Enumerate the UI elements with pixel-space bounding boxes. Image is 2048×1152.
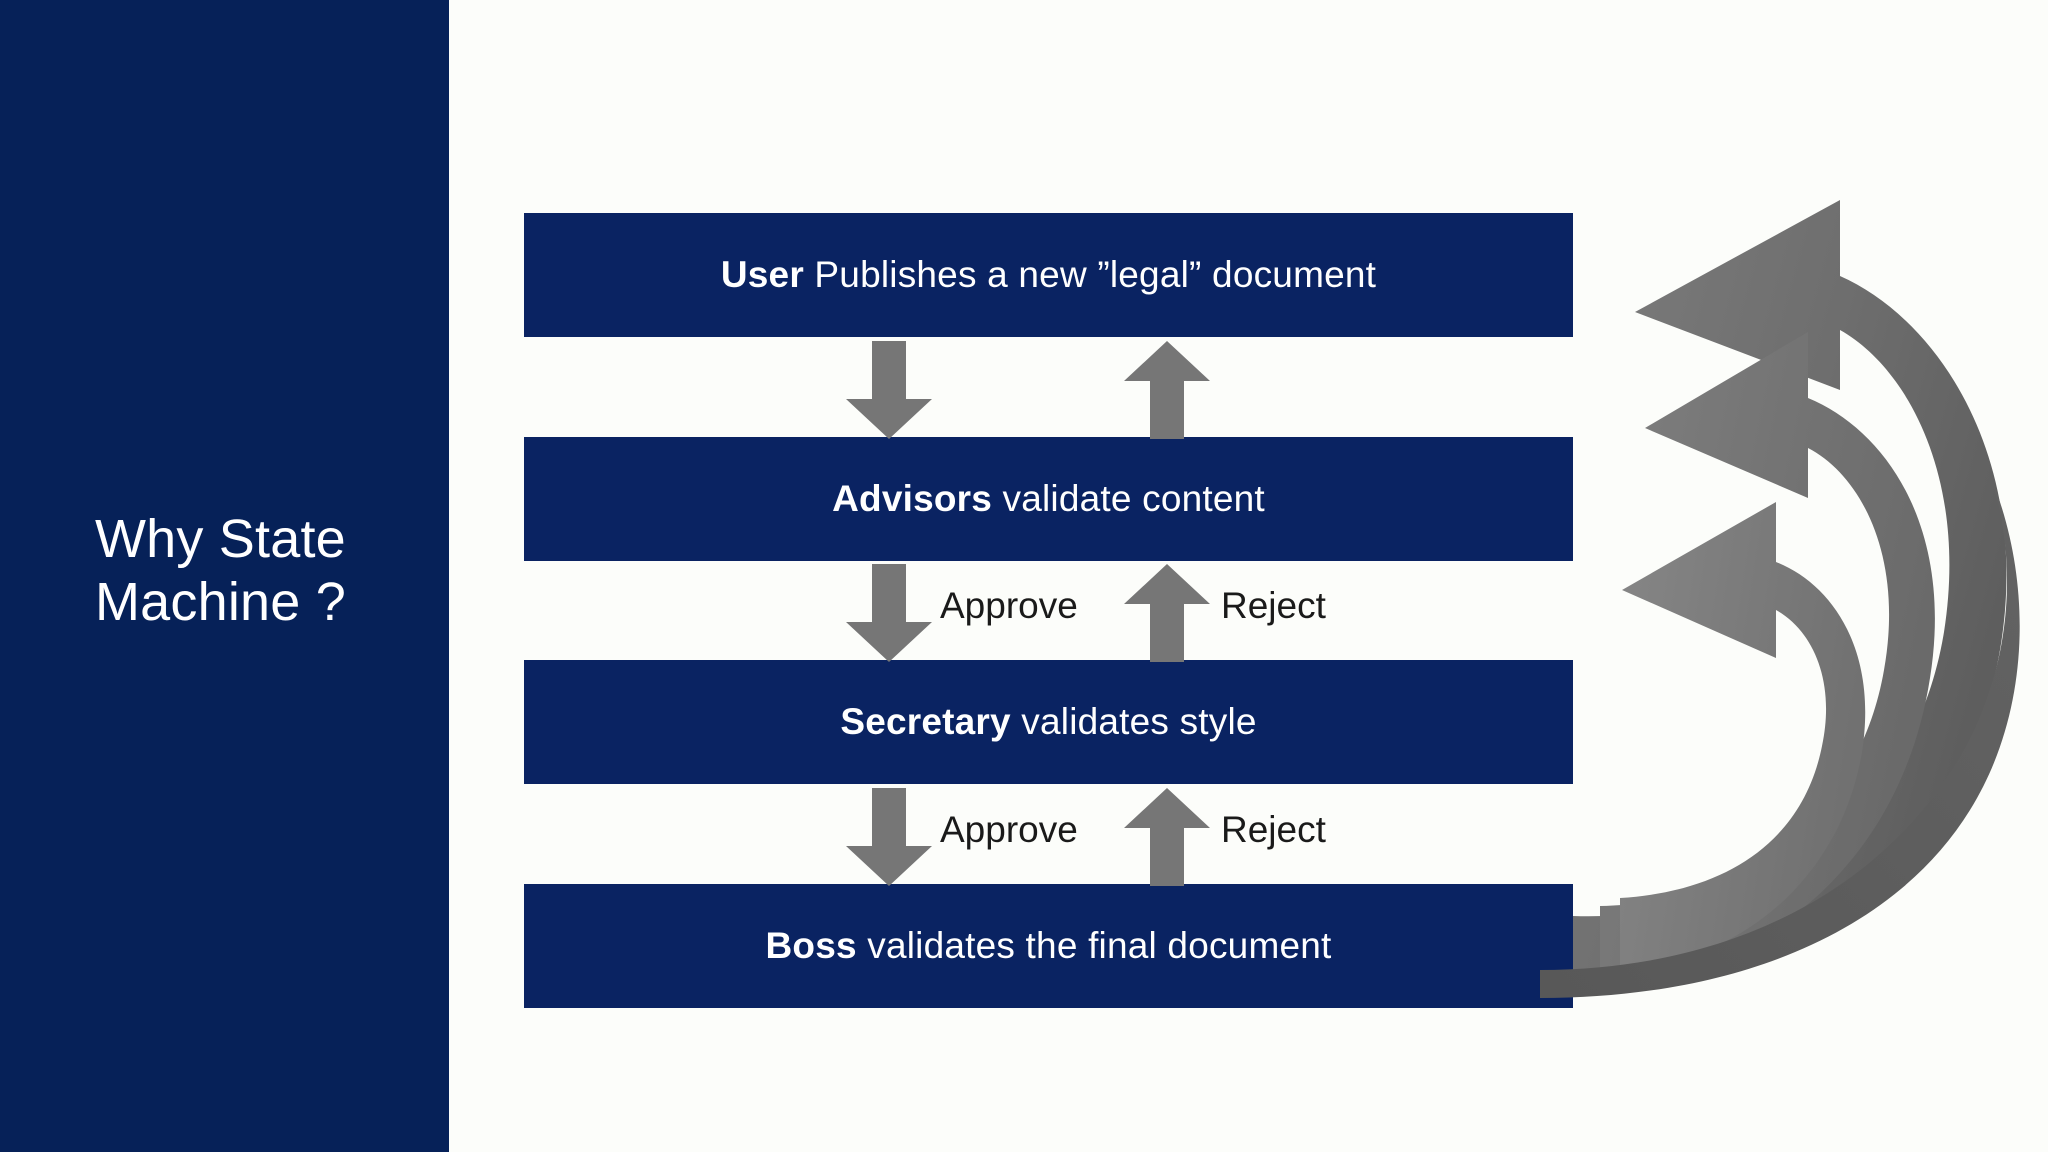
arrow-up-boss-to-secretary-icon bbox=[1124, 788, 1210, 886]
arrow-down-advisors-to-secretary-icon bbox=[846, 564, 932, 662]
edge-label-reject-secretary-advisors: Reject bbox=[1221, 585, 1326, 626]
state-box-user-text: Publishes a new ”legal” document bbox=[803, 254, 1377, 295]
edge-label-approve-secretary-boss: Approve bbox=[940, 809, 1078, 850]
curved-arrow-tail-from-boss bbox=[1540, 480, 2020, 998]
state-box-advisors: Advisors validate content bbox=[524, 437, 1573, 561]
slide-sidebar-panel bbox=[0, 0, 449, 1152]
curved-arrow-boss-to-secretary bbox=[1620, 502, 1866, 970]
curved-arrow-boss-to-user bbox=[1573, 200, 2007, 987]
state-box-advisors-role: Advisors bbox=[832, 478, 993, 519]
state-box-secretary-role: Secretary bbox=[840, 701, 1011, 742]
arrow-up-secretary-to-advisors-icon bbox=[1124, 564, 1210, 662]
edge-label-approve-advisors-secretary: Approve bbox=[940, 585, 1078, 626]
curved-arrow-boss-to-advisors bbox=[1600, 332, 1935, 980]
state-box-advisors-label: Advisors validate content bbox=[832, 478, 1265, 520]
state-box-advisors-text: validate content bbox=[992, 478, 1265, 519]
state-box-boss: Boss validates the final document bbox=[524, 884, 1573, 1008]
state-box-user: User Publishes a new ”legal” document bbox=[524, 213, 1573, 337]
arrow-up-advisors-to-user-icon bbox=[1124, 341, 1210, 439]
state-box-secretary-text: validates style bbox=[1010, 701, 1257, 742]
state-box-boss-role: Boss bbox=[765, 925, 857, 966]
page-title: Why State Machine ? bbox=[95, 509, 346, 632]
state-box-boss-text: validates the final document bbox=[856, 925, 1332, 966]
curved-return-arrows-group bbox=[1540, 180, 2048, 1052]
state-box-boss-label: Boss validates the final document bbox=[765, 925, 1331, 967]
state-box-secretary: Secretary validates style bbox=[524, 660, 1573, 784]
arrow-down-secretary-to-boss-icon bbox=[846, 788, 932, 886]
state-box-secretary-label: Secretary validates style bbox=[840, 701, 1256, 743]
arrow-down-user-to-advisors-icon bbox=[846, 341, 932, 439]
state-box-user-role: User bbox=[720, 254, 804, 295]
state-box-user-label: User Publishes a new ”legal” document bbox=[721, 254, 1376, 296]
edge-label-reject-boss-secretary: Reject bbox=[1221, 809, 1326, 850]
